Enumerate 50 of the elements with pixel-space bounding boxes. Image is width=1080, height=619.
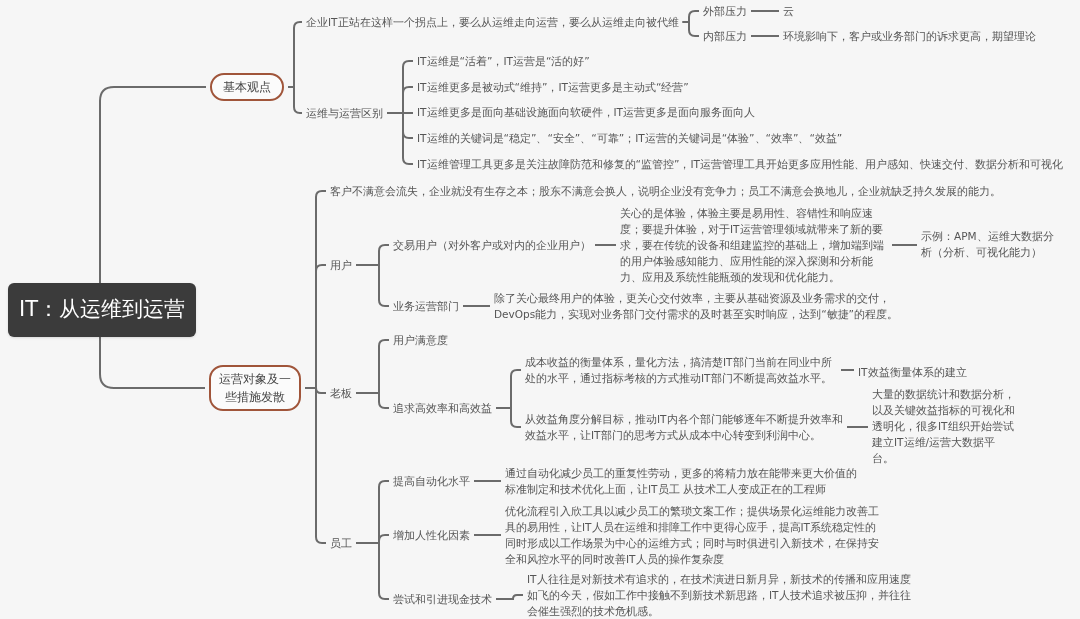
branch-text: 从效益角度分解目标，推动IT内各个部门能够逐年不断提升效率和效益水平，让IT部门的思考方式从成本中心转变到利润中心。 xyxy=(525,411,843,443)
branch-text: 示例：APM、运维大数据分析（分析、可视化能力） xyxy=(921,228,1061,260)
connector-line xyxy=(594,244,617,246)
connector-line xyxy=(840,369,855,371)
branch-text: 客户不满意会流失，企业就没有生存之本；股东不满意会换人，说明企业没有竞争力；员工不满意会换地儿，企业就缺乏持久发展的能力。 xyxy=(330,183,1001,199)
branch-text: 运维与运营区别 xyxy=(306,105,383,121)
branch-text: 除了关心最终用户的体验，更关心交付效率，主要从基础资源及业务需求的交付，DevOps能力，实现对业务部门交付需求的及时甚至实时响应，达到“敏捷”的程度。 xyxy=(494,290,902,322)
branch-text: 环境影响下，客户或业务部门的诉求更高，期望理论 xyxy=(783,28,1036,44)
branch-text: 提高自动化水平 xyxy=(393,473,470,489)
branch-text: 用户 xyxy=(330,257,352,273)
connector-line xyxy=(99,86,207,284)
branch-text: IT效益衡量体系的建立 xyxy=(858,364,967,380)
connector-line xyxy=(462,305,491,307)
branch-text: 交易用户（对外客户或对内的企业用户） xyxy=(393,237,591,253)
branch-text: 增加人性化因素 xyxy=(393,527,470,543)
branch-text: 用户满意度 xyxy=(393,332,448,348)
branch-text: 追求高效率和高效益 xyxy=(393,400,492,416)
branch-text: 优化流程引入欣工具以减少员工的繁琐文案工作；提供场景化运维能力改善工具的易用性，让IT人员在运维和排障工作中更得心应手，提高IT系统稳定性的同时形成以工作场景为中心的运维方式；同时与时俱进引入新技术，在保持安全和风控水平的同时改善IT人员的操作复杂度 xyxy=(505,503,879,567)
branch-text: IT运维的关键词是“稳定”、“安全”、“可靠”；IT运营的关键词是“体验”、“效率”、“效益” xyxy=(417,130,843,146)
connector-line xyxy=(846,426,869,428)
central-topic: IT：从运维到运营 xyxy=(8,283,196,337)
branch-text: 云 xyxy=(783,3,794,19)
branch-text: IT运维管理工具更多是关注故障防范和修复的“监管控”，IT运营管理工具开始更多应用性能、用户感知、快速交付、数据分析和可视化 xyxy=(417,156,1063,172)
branch-text: 外部压力 xyxy=(703,3,747,19)
connector-line xyxy=(750,35,780,37)
branch-text: 关心的是体验，体验主要是易用性、容错性和响应速度；要提升体验，对于IT运营管理领域就带来了新的要求，要在传统的设备和组建监控的基础上，增加端到端的用户体验感知能力、应用性能的深入探测和分析能力、应用及系统性能瓶颈的发现和优化能力。 xyxy=(620,205,888,285)
branch-text: 企业IT正站在这样一个拐点上，要么从运维走向运营，要么从运维走向被代维 xyxy=(306,14,679,30)
branch-text: IT运维是“活着”，IT运营是“活的好” xyxy=(417,53,590,69)
main-topic: 运营对象及一些措施发散 xyxy=(209,365,301,411)
connector-line xyxy=(355,392,390,409)
branch-text: 内部压力 xyxy=(703,28,747,44)
connector-line xyxy=(750,10,780,12)
main-topic: 基本观点 xyxy=(210,73,284,101)
branch-text: 员工 xyxy=(330,535,352,551)
branch-text: IT运维更多是面向基础设施面向软硬件，IT运营更多是面向服务面向人 xyxy=(417,104,756,120)
branch-text: 尝试和引进现金技术 xyxy=(393,591,492,607)
branch-text: 成本收益的衡量体系，量化方法，搞清楚IT部门当前在同业中所处的水平，通过指标考核的方式推动IT部门不断提高效益水平。 xyxy=(525,354,837,386)
branch-text: IT运维更多是被动式“维持”，IT运营更多是主动式“经营” xyxy=(417,79,689,95)
connector-line xyxy=(473,534,502,536)
branch-text: 大量的数据统计和数据分析，以及关键效益指标的可视化和透明化，很多IT组织开始尝试建立IT运维/运营大数据平台。 xyxy=(872,386,1017,466)
branch-text: IT人往往是对新技术有追求的，在技术演进日新月异，新技术的传播和应用速度如飞的今天，假如工作中接触不到新技术新思路，IT人技术追求被压抑，并往往会催生强烈的技术危机感。 xyxy=(527,571,911,619)
connector-line xyxy=(473,480,502,482)
branch-text: 业务运营部门 xyxy=(393,298,459,314)
connector-line xyxy=(495,407,522,428)
branch-text: 通过自动化减少员工的重复性劳动，更多的将精力放在能带来更大价值的标准制定和技术优化上面，让IT员工 从技术工人变成正在的工程师 xyxy=(505,465,857,497)
connector-line xyxy=(681,21,700,37)
connector-line xyxy=(495,594,524,600)
connector-line xyxy=(99,336,206,389)
connector-line xyxy=(891,244,918,246)
branch-text: 老板 xyxy=(330,385,352,401)
